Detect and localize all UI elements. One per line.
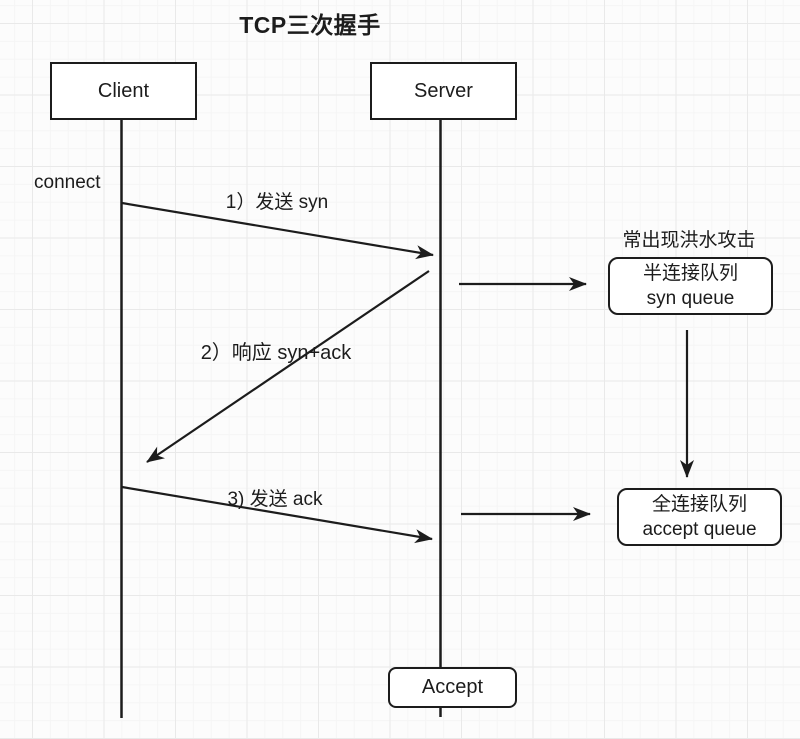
syn-queue-label-en: syn queue [646, 288, 735, 309]
accept-queue-label-cn: 全连接队列 [651, 494, 747, 515]
message-3-ack-arrow [121, 485, 433, 544]
message-2-synack-arrow [146, 270, 430, 463]
diagram-title: TCP三次握手 [239, 12, 381, 38]
server-box: Server [370, 62, 517, 120]
client-box: Client [50, 62, 197, 120]
syn-queue-label-cn: 半连接队列 [642, 263, 738, 284]
accept-queue-label-en: accept queue [642, 519, 757, 540]
connect-label: connect [34, 172, 101, 193]
syn-queue-box: 半连接队列 syn queue [608, 257, 773, 315]
accept-label: Accept [421, 676, 484, 698]
message-1-label: 1）发送 syn [225, 192, 329, 213]
message-3-label: 3) 发送 ack [227, 489, 323, 510]
message-2-label: 2）响应 syn+ack [200, 342, 352, 364]
client-label: Client [97, 79, 150, 102]
message-1-syn-arrow [121, 201, 434, 260]
flood-attack-note: 常出现洪水攻击 [622, 230, 756, 251]
accept-queue-box: 全连接队列 accept queue [617, 488, 782, 546]
server-label: Server [414, 79, 473, 102]
accept-box: Accept [388, 667, 517, 708]
